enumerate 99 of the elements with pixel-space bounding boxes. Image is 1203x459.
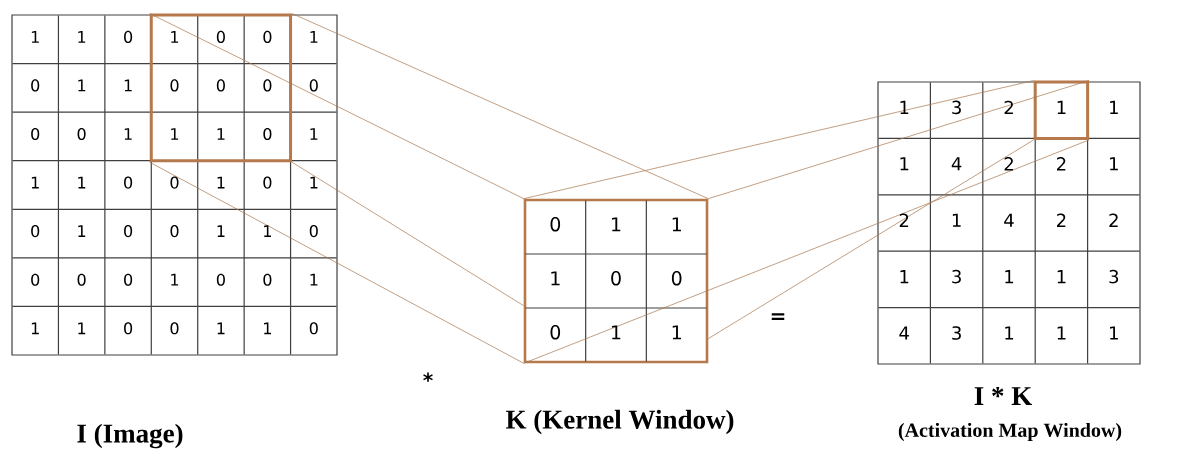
cell-value: 1 xyxy=(78,322,86,335)
cell-value: 0 xyxy=(77,127,86,141)
cell-value: 1 xyxy=(952,213,961,227)
cell-value: 1 xyxy=(31,322,39,335)
cell-value: 2 xyxy=(1057,213,1066,227)
cell-value: 1 xyxy=(310,273,318,286)
cell-value: 1 xyxy=(1110,157,1118,171)
cell-value: 0 xyxy=(550,325,561,340)
cell-value: 0 xyxy=(263,30,272,43)
cell-value: 1 xyxy=(124,128,132,140)
cell-value: 1 xyxy=(612,217,621,232)
cell-value: 0 xyxy=(216,273,225,286)
cell-value: 4 xyxy=(899,326,909,340)
cell-value: 1 xyxy=(124,79,132,92)
heading: I (Image) xyxy=(77,423,183,449)
cell-value: 0 xyxy=(124,273,133,286)
cell-value: 0 xyxy=(124,30,133,43)
cell-value: 0 xyxy=(170,225,179,238)
cell-value: 0 xyxy=(170,322,179,335)
cell-value: 0 xyxy=(124,322,133,335)
cell-value: 1 xyxy=(900,100,909,114)
cell-value: 1 xyxy=(217,225,225,237)
cell-value: 3 xyxy=(1109,269,1119,284)
cell-value: 1 xyxy=(217,176,225,189)
cell-value: 0 xyxy=(263,79,272,92)
projection-line xyxy=(523,80,1035,200)
cell-value: 1 xyxy=(900,157,909,171)
cell-value: 1 xyxy=(264,322,271,335)
cell-value: 0 xyxy=(309,79,318,92)
cell-value: 1 xyxy=(31,176,39,189)
cell-value: 0 xyxy=(216,79,225,92)
cell-value: 1 xyxy=(1005,270,1014,284)
cell-value: 1 xyxy=(1057,270,1066,284)
operator-sign: * xyxy=(423,372,433,382)
cell-value: 1 xyxy=(31,31,39,43)
projection-line xyxy=(291,161,525,307)
cell-value: 1 xyxy=(1057,100,1066,114)
cell-value: 0 xyxy=(31,225,40,238)
cell-value: 0 xyxy=(31,273,40,286)
cell-value: 1 xyxy=(171,128,179,140)
cell-value: 1 xyxy=(310,31,318,43)
cell-value: 0 xyxy=(31,79,40,92)
cell-value: 2 xyxy=(1109,213,1118,227)
cell-value: 0 xyxy=(216,30,225,43)
cell-value: 0 xyxy=(263,273,272,286)
cell-value: 1 xyxy=(78,79,86,92)
cell-value: 0 xyxy=(263,176,272,189)
projection-line xyxy=(149,161,525,364)
window-frame xyxy=(1033,80,1090,140)
cell-value: 0 xyxy=(77,273,86,286)
cell-value: 4 xyxy=(1004,213,1014,227)
cell-value: 1 xyxy=(672,325,681,340)
cell-value: 1 xyxy=(310,176,318,189)
window-frame xyxy=(149,13,293,163)
cell-value: 1 xyxy=(672,217,681,232)
heading: (Activation Map Window) xyxy=(898,422,1122,442)
cell-value: 3 xyxy=(952,326,961,340)
cell-value: 2 xyxy=(1004,100,1013,115)
cell-value: 1 xyxy=(78,225,86,237)
projection-line xyxy=(707,139,1035,339)
cell-value: 0 xyxy=(611,271,621,286)
heading: I * K xyxy=(974,387,1033,405)
cell-value: 1 xyxy=(1110,326,1118,340)
cell-value: 1 xyxy=(612,325,621,340)
cell-value: 0 xyxy=(263,127,272,141)
cell-value: 1 xyxy=(1057,326,1066,340)
cell-value: 2 xyxy=(1057,157,1066,171)
cell-value: 0 xyxy=(671,271,682,286)
projection-line xyxy=(523,139,1090,364)
cell-value: 1 xyxy=(310,128,318,140)
cell-value: 1 xyxy=(1110,100,1118,114)
cell-value: 0 xyxy=(309,322,318,335)
cell-value: 0 xyxy=(309,225,318,238)
projection-line xyxy=(149,13,525,200)
cell-value: 1 xyxy=(1005,326,1014,340)
cell-value: 1 xyxy=(78,31,86,43)
cell-value: 1 xyxy=(217,322,225,335)
cell-value: 1 xyxy=(900,270,909,284)
cell-value: 3 xyxy=(952,269,961,284)
cell-value: 0 xyxy=(550,217,561,232)
cell-value: 0 xyxy=(31,127,40,141)
cell-value: 4 xyxy=(951,157,962,171)
cell-value: 0 xyxy=(124,225,133,238)
cell-value: 1 xyxy=(217,128,225,140)
cell-value: 3 xyxy=(952,100,961,115)
cell-value: 1 xyxy=(171,273,179,286)
cell-value: 0 xyxy=(170,79,179,92)
cell-value: 1 xyxy=(171,31,179,43)
cell-value: 0 xyxy=(124,176,133,189)
cell-value: 1 xyxy=(264,225,271,237)
cell-value: 1 xyxy=(551,271,560,286)
operator-sign: = xyxy=(771,313,785,320)
cell-value: 2 xyxy=(1004,157,1013,171)
projection-line xyxy=(291,13,709,200)
cell-value: 0 xyxy=(170,176,179,189)
cell-value: 1 xyxy=(78,176,86,189)
projection-line xyxy=(707,80,1090,200)
heading: K (Kernel Window) xyxy=(505,409,734,435)
cell-value: 2 xyxy=(899,213,909,227)
